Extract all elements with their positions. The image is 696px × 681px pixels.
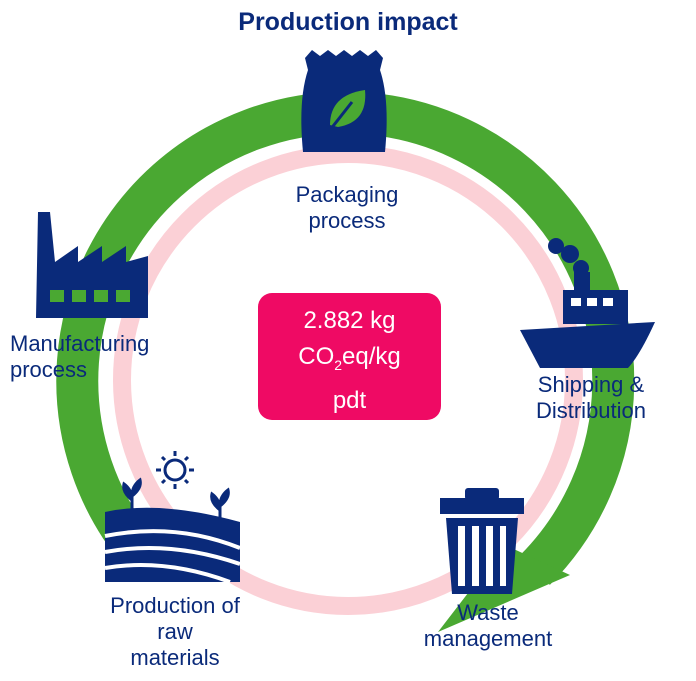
leaf-bag-icon xyxy=(301,50,387,152)
emission-unit: CO2eq/kg xyxy=(298,343,401,373)
label-raw-materials: Production of raw materials xyxy=(110,593,240,670)
emission-value: 2.882 kg xyxy=(303,307,396,334)
emission-value-box: 2.882 kg CO2eq/kg pdt xyxy=(258,293,441,420)
label-shipping: Shipping & Distribution xyxy=(535,372,647,423)
emission-per: pdt xyxy=(332,386,367,414)
inner-ring xyxy=(113,145,583,615)
fields-sun-icon xyxy=(104,451,241,584)
label-packaging: Packaging process xyxy=(295,182,399,233)
diagram-title: Production impact xyxy=(238,8,458,36)
factory-icon xyxy=(36,212,148,318)
trash-bin-icon xyxy=(440,488,524,594)
label-manufacturing: Manufacturing process xyxy=(10,331,150,382)
ship-icon xyxy=(520,238,655,368)
label-waste: Waste management xyxy=(423,600,553,651)
